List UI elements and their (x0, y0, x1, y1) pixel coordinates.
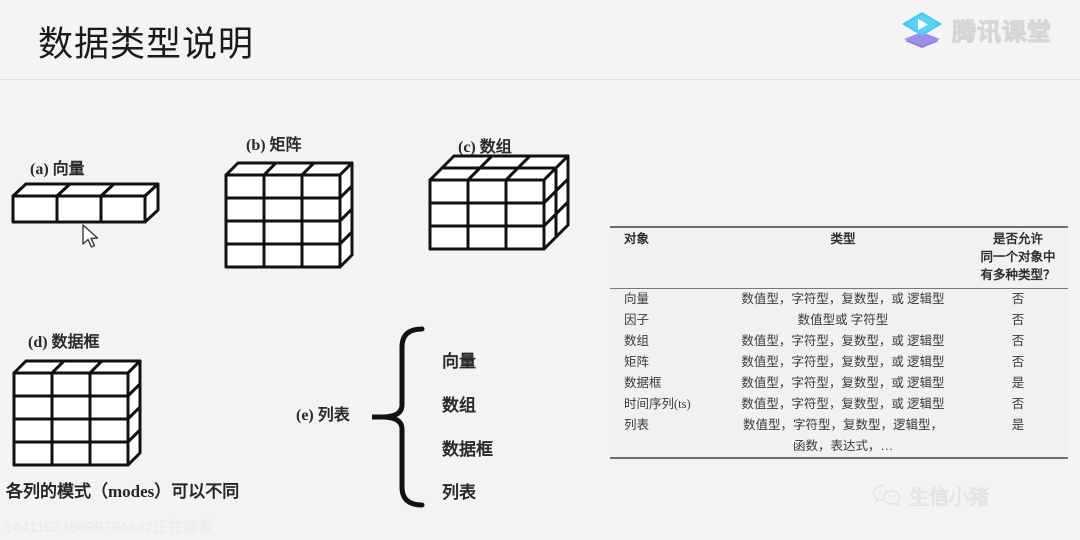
cell-object: 数据框 (624, 376, 662, 391)
graduation-cap-play-icon (902, 12, 942, 48)
cell-allow: 否 (1011, 397, 1025, 412)
viewer-count-watermark: 144115216899794442正在观看 (4, 519, 214, 536)
mouse-pointer-icon (82, 224, 99, 248)
list-item: 数据框 (442, 440, 493, 459)
table-row: 向量 数值型，字符型，复数型，或 逻辑型 否 (610, 288, 1068, 311)
figure-caption-vector: (a) 向量 (30, 161, 85, 178)
cell-object: 矩阵 (624, 355, 650, 370)
brand-logo: 腾讯课堂 (901, 10, 1052, 48)
wechat-account-watermark: 生信小猪 (872, 481, 989, 510)
table-header-allow-line3: 有多种类型？ (980, 268, 1056, 283)
cell-type-continued: 函数，表达式，… (792, 439, 893, 454)
list-item: 数组 (442, 396, 476, 415)
cell-allow: 否 (1011, 334, 1025, 349)
slide-header (0, 0, 1080, 80)
table-header-allow-line1: 是否允许 (992, 232, 1043, 246)
figure-caption-list: (e) 列表 (296, 407, 350, 424)
cell-allow: 是 (1011, 376, 1025, 391)
cell-object-empty (610, 436, 718, 458)
table-header-object: 对象 (624, 232, 650, 246)
figure-array-block (422, 154, 612, 275)
figure-caption-matrix: (b) 矩阵 (246, 137, 302, 154)
table-row: 数组 数值型，字符型，复数型，或 逻辑型 否 (610, 331, 1068, 352)
cell-object: 列表 (624, 418, 650, 433)
cell-object: 向量 (624, 292, 650, 307)
cell-object: 因子 (624, 313, 650, 328)
table-row: 时间序列(ts) 数值型，字符型，复数型，或 逻辑型 否 (610, 394, 1068, 415)
cell-type: 数值型，字符型，复数型，或 逻辑型 (741, 397, 945, 412)
cell-type: 数值型，字符型，复数型，或 逻辑型 (741, 355, 945, 370)
figure-vector-block (8, 178, 168, 228)
header-divider (0, 79, 1080, 80)
cell-object: 时间序列(ts) (624, 397, 691, 412)
table-header-allow-multiple: 是否允许 同一个对象中 有多种类型？ (968, 227, 1068, 289)
cell-type: 数值型或 字符型 (797, 313, 889, 328)
figure-caption-dataframe: (d) 数据框 (28, 334, 100, 351)
figure-dataframe-block (6, 356, 176, 476)
table-header-type: 类型 (830, 232, 856, 246)
curly-brace-icon (372, 326, 425, 508)
dataframe-note: 各列的模式（modes）可以不同 (6, 482, 240, 501)
cell-allow-empty (968, 436, 1068, 458)
cell-allow: 是 (1011, 418, 1025, 433)
table-row-continuation: 函数，表达式，… (610, 436, 1068, 459)
cell-object: 数组 (624, 334, 650, 349)
cell-type: 数值型，字符型，复数型，或 逻辑型 (741, 334, 945, 349)
list-item: 向量 (442, 352, 476, 371)
cell-allow: 否 (1011, 313, 1025, 328)
table-header-allow-line2: 同一个对象中 (980, 250, 1056, 265)
figure-caption-array: (c) 数组 (458, 139, 512, 156)
cell-type: 数值型，字符型，复数型，或 逻辑型 (741, 376, 945, 391)
figure-list-group: (e) 列表 向量 数组 数据框 列表 (296, 325, 546, 510)
cell-allow: 否 (1011, 355, 1025, 370)
data-types-table: 对象 类型 是否允许 同一个对象中 有多种类型？ 向量 数值型，字符型，复数型，… (610, 226, 1068, 460)
table-row: 数据框 数值型，字符型，复数型，或 逻辑型 是 (610, 373, 1068, 394)
cell-type: 数值型，字符型，复数型，或 逻辑型 (741, 292, 945, 307)
cell-allow: 否 (1011, 292, 1025, 307)
brand-name: 腾讯课堂 (952, 18, 1052, 46)
page-title: 数据类型说明 (38, 25, 255, 64)
cell-type: 数值型，字符型，复数型，逻辑型， (742, 418, 943, 433)
wechat-account-name: 生信小猪 (909, 487, 990, 510)
wechat-icon (873, 484, 901, 506)
table-row: 矩阵 数值型，字符型，复数型，或 逻辑型 否 (610, 352, 1068, 373)
table-row: 因子 数值型或 字符型 否 (610, 310, 1068, 331)
table-row: 列表 数值型，字符型，复数型，逻辑型， 是 (610, 415, 1068, 436)
figure-matrix-block (218, 158, 388, 278)
list-item: 列表 (442, 483, 476, 502)
